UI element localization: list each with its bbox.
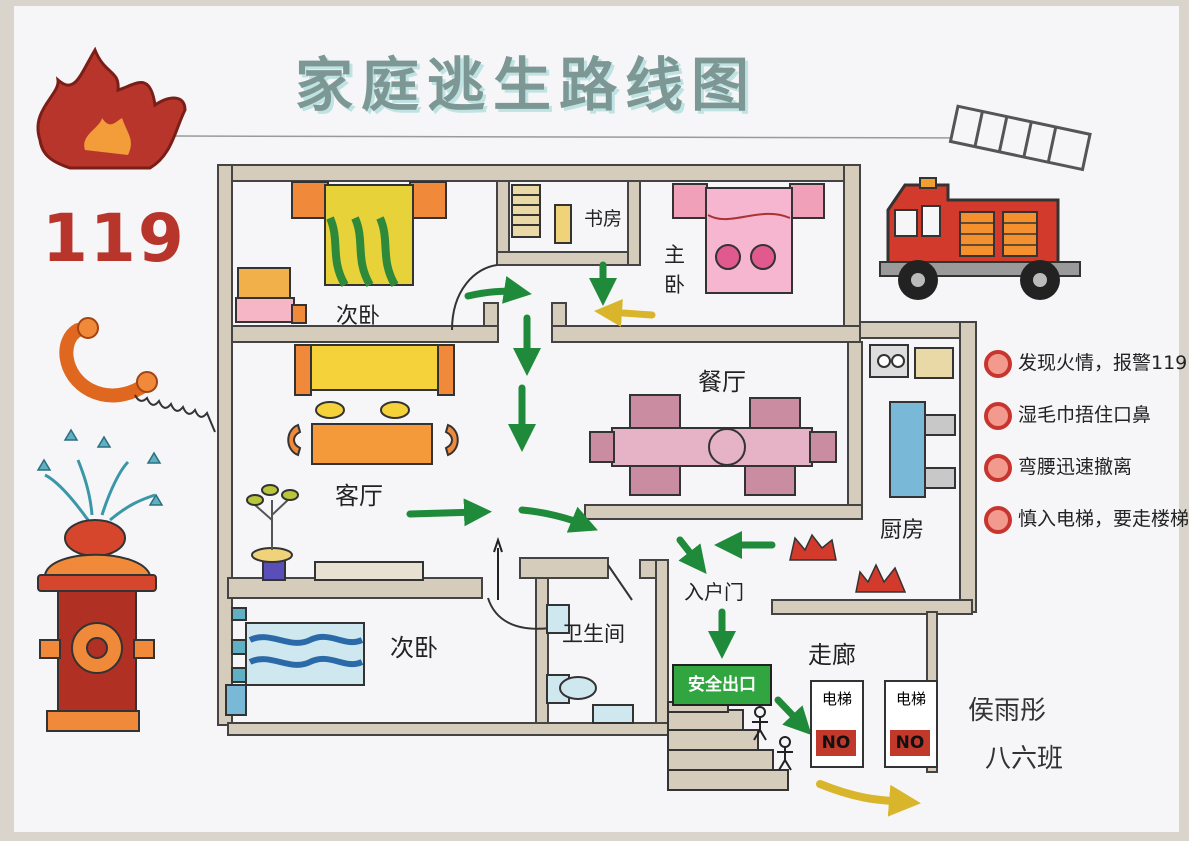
elevator-label: 电梯	[895, 690, 926, 708]
stairs-icon	[667, 701, 789, 791]
emergency-number: 119	[42, 200, 186, 277]
escape-route-arrows	[406, 261, 812, 736]
room-label-entrance: 入户门	[684, 580, 744, 604]
fire-hydrant-icon	[37, 519, 157, 732]
room-label-dining: 餐厅	[698, 368, 746, 396]
elevator-label: 电梯	[821, 690, 852, 708]
tip-text: 湿毛巾捂住口鼻	[1018, 404, 1152, 426]
bedroom-bottom-furniture	[225, 607, 365, 716]
dining-table	[589, 394, 837, 496]
title-underline	[174, 135, 986, 139]
safety-exit-sign: 安全出口	[672, 664, 772, 706]
tip-text: 发现火情，报警119	[1018, 352, 1188, 374]
room-label-master-bedroom: 主卧	[664, 243, 685, 297]
bullet-icon	[984, 402, 1012, 430]
walls	[217, 164, 977, 773]
author-class: 八六班	[985, 744, 1064, 774]
room-label-bathroom: 卫生间	[562, 622, 625, 646]
room-label-bedroom-bottom: 次卧	[390, 634, 438, 662]
water-streams	[44, 459, 156, 522]
bullet-icon	[984, 350, 1012, 378]
flame-icon	[36, 46, 187, 170]
bathroom-fixtures	[546, 604, 634, 724]
elevator-no-sign: NO	[890, 730, 930, 756]
room-label-bedroom-top: 次卧	[336, 304, 381, 329]
page-title: 家庭逃生路线图	[295, 51, 758, 119]
elevator-no-sign: NO	[816, 730, 856, 756]
room-label-kitchen: 厨房	[880, 518, 925, 543]
kitchen-fire	[789, 533, 907, 593]
elevator-right: 电梯 NO	[884, 680, 938, 768]
tip-text: 慎入电梯，要走楼梯	[1018, 508, 1189, 530]
study-furniture	[511, 184, 572, 244]
master-bed-furniture	[672, 183, 825, 294]
water-spray	[36, 428, 164, 506]
room-label-living: 客厅	[335, 482, 383, 510]
elevator-left: 电梯 NO	[810, 680, 864, 768]
author-name: 侯雨彤	[968, 696, 1047, 726]
room-label-study: 书房	[584, 208, 623, 230]
bullet-icon	[984, 454, 1012, 482]
yellow-arrow-exit	[816, 780, 921, 817]
bedroom-top-furniture	[235, 181, 447, 324]
stick-figure-icon	[752, 706, 793, 771]
tip-text: 弯腰迅速撤离	[1018, 456, 1133, 478]
kitchen-appliances	[869, 344, 956, 498]
bullet-icon	[984, 506, 1012, 534]
living-room-furniture	[246, 344, 459, 581]
phone-icon	[59, 317, 216, 433]
yellow-arrow-master	[594, 298, 656, 327]
room-label-corridor: 走廊	[808, 641, 856, 669]
fire-truck-icon	[879, 104, 1092, 300]
